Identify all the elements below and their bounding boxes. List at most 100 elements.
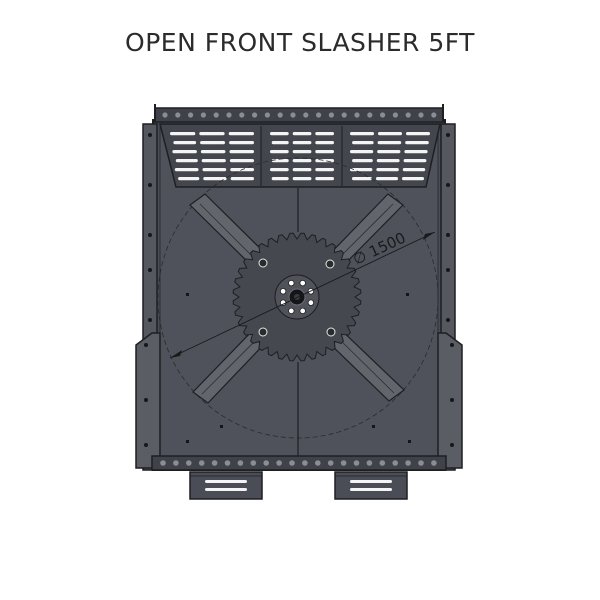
guard-slot [292,150,312,154]
top-stud [367,112,373,118]
guard-slot [315,150,334,154]
right-mount-bracket [334,471,408,500]
bottom-stud [302,460,308,466]
guard-slot [202,168,227,172]
top-stud [277,112,283,118]
bottom-stud [366,460,373,466]
bottom-stud [392,460,399,466]
guard-slot [404,150,428,154]
bottom-stud [186,460,192,466]
top-stud [200,112,206,118]
top-stud [175,112,181,118]
guard-slot [174,168,199,172]
bottom-bar-studs [160,460,437,466]
guard-slot [402,177,424,181]
bottom-stud [431,460,437,466]
perforated-guard [159,123,441,188]
hub-bolt [279,288,287,295]
guard-slot [230,177,254,181]
rail-bolts [144,133,454,447]
guard-slot [315,168,334,172]
guard-slot [378,132,402,136]
top-stud [405,112,411,118]
top-stud [354,112,360,118]
guard-slot [203,177,227,181]
hub-bolts [279,279,315,315]
guard-slot [406,132,430,136]
guard-slot [403,159,427,163]
bottom-stud [315,460,321,466]
guard-slot [292,168,312,172]
guard-slot [292,132,312,136]
top-stud [380,112,386,118]
hub-bolt [307,299,315,306]
guard-slot [405,141,429,145]
guard-slot [352,141,374,145]
left-mount-bracket [189,471,263,500]
bottom-stud [263,460,270,466]
guard-slot [172,150,197,154]
top-stud [162,112,168,118]
guard-slot [270,132,289,136]
bottom-stud [160,460,166,466]
hub-bolt [299,307,306,315]
bottom-stud [224,460,231,466]
guard-slot [200,141,225,145]
guard-slot [178,177,200,181]
top-stud [188,112,194,118]
guard-slot [292,177,312,181]
guard-slot [271,177,289,181]
guard-slot [271,159,289,163]
guard-slot [350,168,373,172]
left-skid [135,332,161,469]
guard-slot [350,150,374,154]
hub-bolt [288,307,295,315]
bottom-stud [250,460,257,466]
bottom-stud [276,460,282,466]
top-stud [431,112,437,118]
guard-slot [315,177,334,181]
guard-slot [200,150,226,154]
guard-slot [229,150,254,154]
drawing-title: OPEN FRONT SLASHER 5FT [125,28,475,57]
top-bar-studs [162,112,437,118]
bottom-stud [211,460,218,466]
top-stud [264,112,270,118]
top-stud [328,112,334,118]
top-stud [303,112,309,118]
bottom-stud [418,460,424,466]
guard-slot [402,168,426,172]
top-stud [341,112,347,118]
bottom-stud [289,460,295,466]
bottom-stud [379,460,386,466]
bottom-stud [237,460,244,466]
guard-slot [352,159,373,163]
guard-slot [201,159,226,163]
bottom-stud [405,460,411,466]
guard-slot [173,141,197,145]
top-bar [154,107,444,123]
guard-slot [199,132,225,136]
bottom-bar [151,455,447,471]
bottom-stud [327,460,334,466]
guard-slot [292,159,312,163]
bottom-stud [198,460,205,466]
guard-slot [376,177,398,181]
top-stud [316,112,322,118]
right-skid [437,332,463,469]
guard-slot [270,168,289,172]
guard-slot [377,150,401,154]
guard-slot [376,168,399,172]
arm-bolts [258,258,336,337]
top-stud [290,112,296,118]
hub-bolt [288,279,295,287]
guard-slot [229,141,254,145]
guard-slots [170,132,430,181]
guard-slot [376,159,400,163]
deck-marker-holes [186,293,411,443]
top-stud [213,112,219,118]
bottom-stud [340,460,347,466]
guard-slot [228,132,254,136]
hub-bolt [299,279,306,287]
